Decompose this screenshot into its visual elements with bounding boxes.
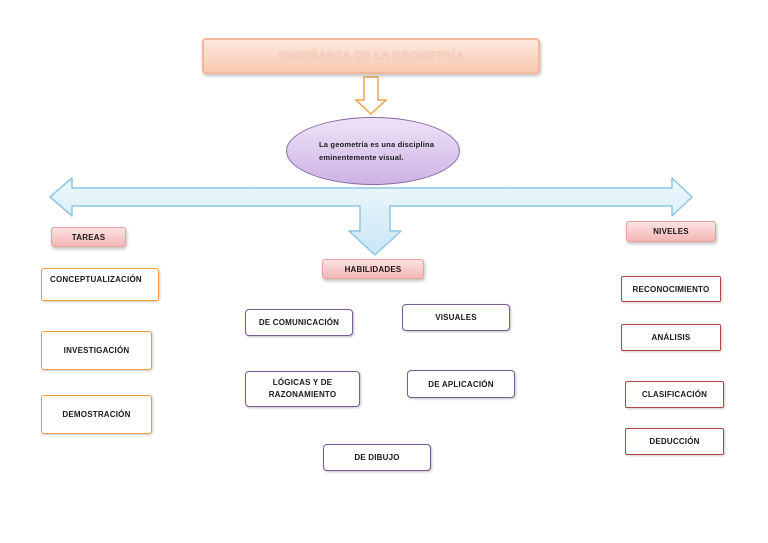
- habilidades-item-text: VISUALES: [435, 313, 477, 322]
- tareas-item: CONCEPTUALIZACIÓN: [41, 268, 159, 301]
- habilidades-item-text: DE DIBUJO: [354, 453, 400, 462]
- habilidades-item: DE COMUNICACIÓN: [245, 309, 353, 336]
- title-box: ENSEÑANZA DE LA GEOMETRÍA: [202, 38, 540, 74]
- tareas-item-text: DEMOSTRACIÓN: [62, 410, 131, 419]
- title-text: ENSEÑANZA DE LA GEOMETRÍA: [278, 50, 464, 62]
- tareas-heading: TAREAS: [51, 227, 126, 247]
- tareas-item-text: CONCEPTUALIZACIÓN: [50, 275, 142, 284]
- niveles-item-text: CLASIFICACIÓN: [641, 390, 708, 399]
- habilidades-heading-text: HABILIDADES: [344, 264, 402, 274]
- habilidades-item-text: DE APLICACIÓN: [428, 379, 494, 389]
- niveles-heading: NIVELES: [626, 221, 716, 242]
- title-down-arrow: [354, 76, 388, 116]
- habilidades-item: DE DIBUJO: [323, 444, 431, 471]
- habilidades-heading: HABILIDADES: [322, 259, 424, 279]
- niveles-item-text: DEDUCCIÓN: [649, 437, 700, 446]
- tareas-item-text: INVESTIGACIÓN: [63, 346, 130, 355]
- niveles-item: DEDUCCIÓN: [625, 428, 724, 455]
- niveles-item-text: ANÁLISIS: [651, 333, 691, 342]
- habilidades-item: VISUALES: [402, 304, 510, 331]
- central-idea-ellipse: La geometría es una disciplina eminentem…: [286, 117, 460, 185]
- tareas-item: INVESTIGACIÓN: [41, 331, 152, 370]
- tareas-item: DEMOSTRACIÓN: [41, 395, 152, 434]
- tareas-heading-text: TAREAS: [71, 232, 106, 242]
- habilidades-item-text: DE COMUNICACIÓN: [258, 318, 340, 327]
- niveles-heading-text: NIVELES: [653, 227, 689, 236]
- habilidades-item: DE APLICACIÓN: [407, 370, 515, 398]
- niveles-item: ANÁLISIS: [621, 324, 721, 351]
- habilidades-item: LÓGICAS Y DE RAZONAMIENTO: [245, 371, 360, 407]
- central-idea-text: La geometría es una disciplina eminentem…: [319, 140, 435, 162]
- main-double-arrow: [49, 177, 693, 256]
- niveles-item: CLASIFICACIÓN: [625, 381, 724, 408]
- niveles-item-text: RECONOCIMIENTO: [632, 284, 710, 294]
- habilidades-item-text: LÓGICAS Y DE RAZONAMIENTO: [268, 378, 337, 399]
- niveles-item: RECONOCIMIENTO: [621, 276, 721, 302]
